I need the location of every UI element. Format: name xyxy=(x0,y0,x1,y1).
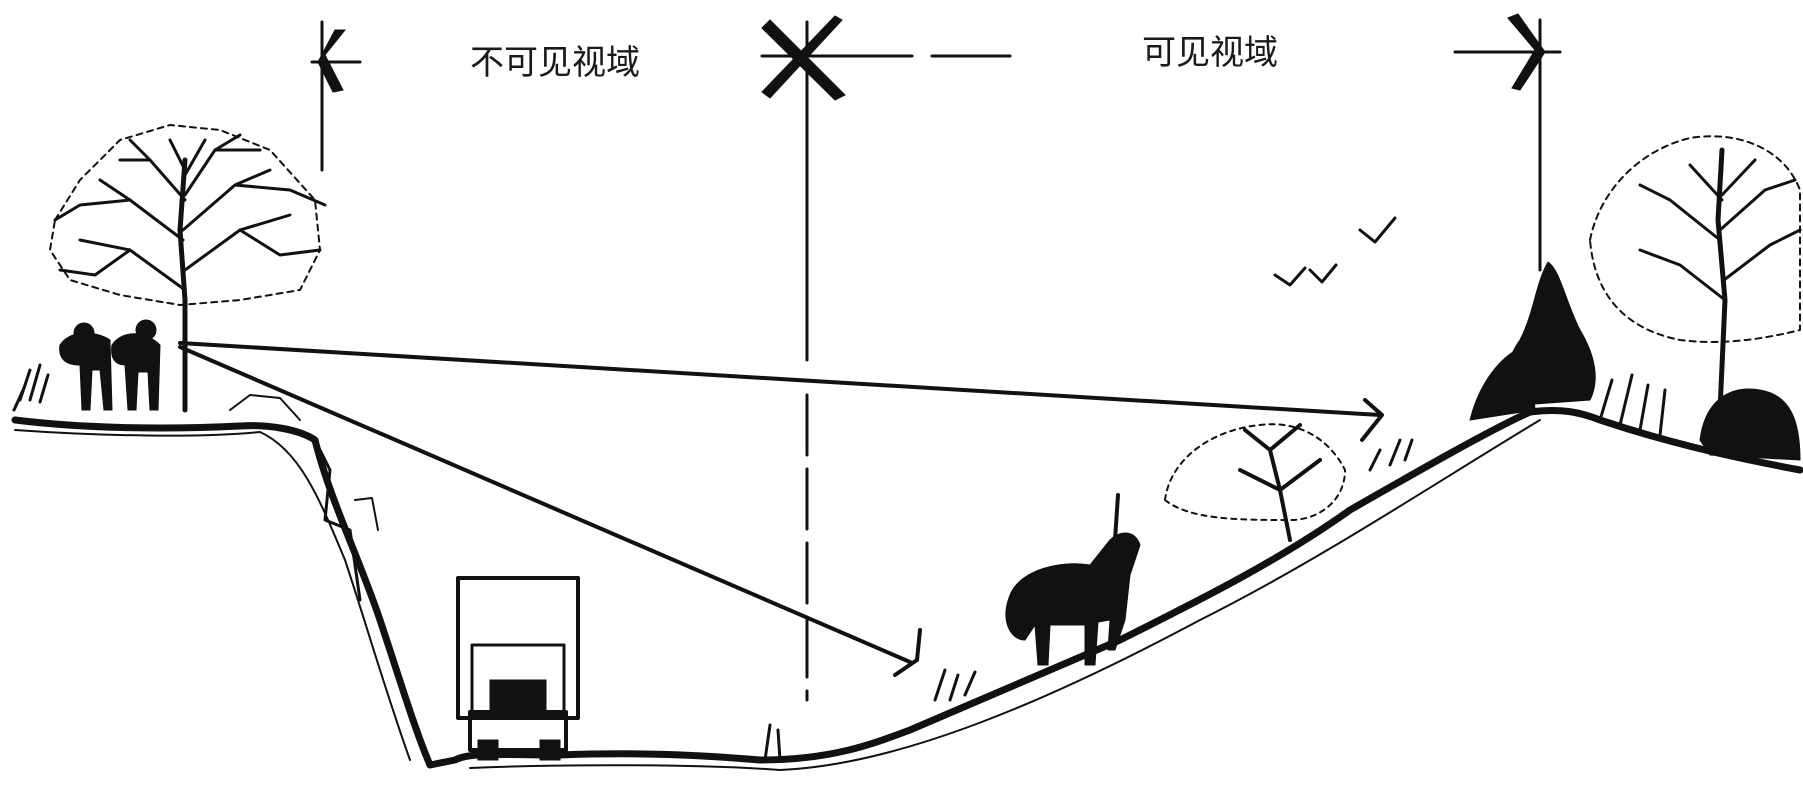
right-tree xyxy=(1589,135,1802,413)
sightline-upper xyxy=(178,341,1382,417)
left-boundary-marker xyxy=(310,20,362,172)
terrain-profile xyxy=(11,394,1803,771)
slope-tree xyxy=(1164,423,1346,542)
invisible-zone-label: 不可见视域 xyxy=(470,43,640,83)
sightline-lower xyxy=(178,345,912,664)
center-boundary-marker xyxy=(760,15,1012,702)
truck xyxy=(456,576,580,761)
right-conifer xyxy=(1469,261,1596,421)
slope-grass xyxy=(763,438,1414,762)
left-tree xyxy=(49,124,327,413)
dimension-markers: 不可见视域 可见视域 xyxy=(310,13,1562,702)
sightlines xyxy=(178,341,1384,677)
right-boundary-marker xyxy=(1453,13,1562,272)
left-observers xyxy=(12,319,161,412)
visible-zone-label: 可见视域 xyxy=(1142,33,1278,73)
horse xyxy=(1005,493,1141,666)
birds xyxy=(1273,216,1397,287)
right-shrubs xyxy=(1598,373,1801,461)
